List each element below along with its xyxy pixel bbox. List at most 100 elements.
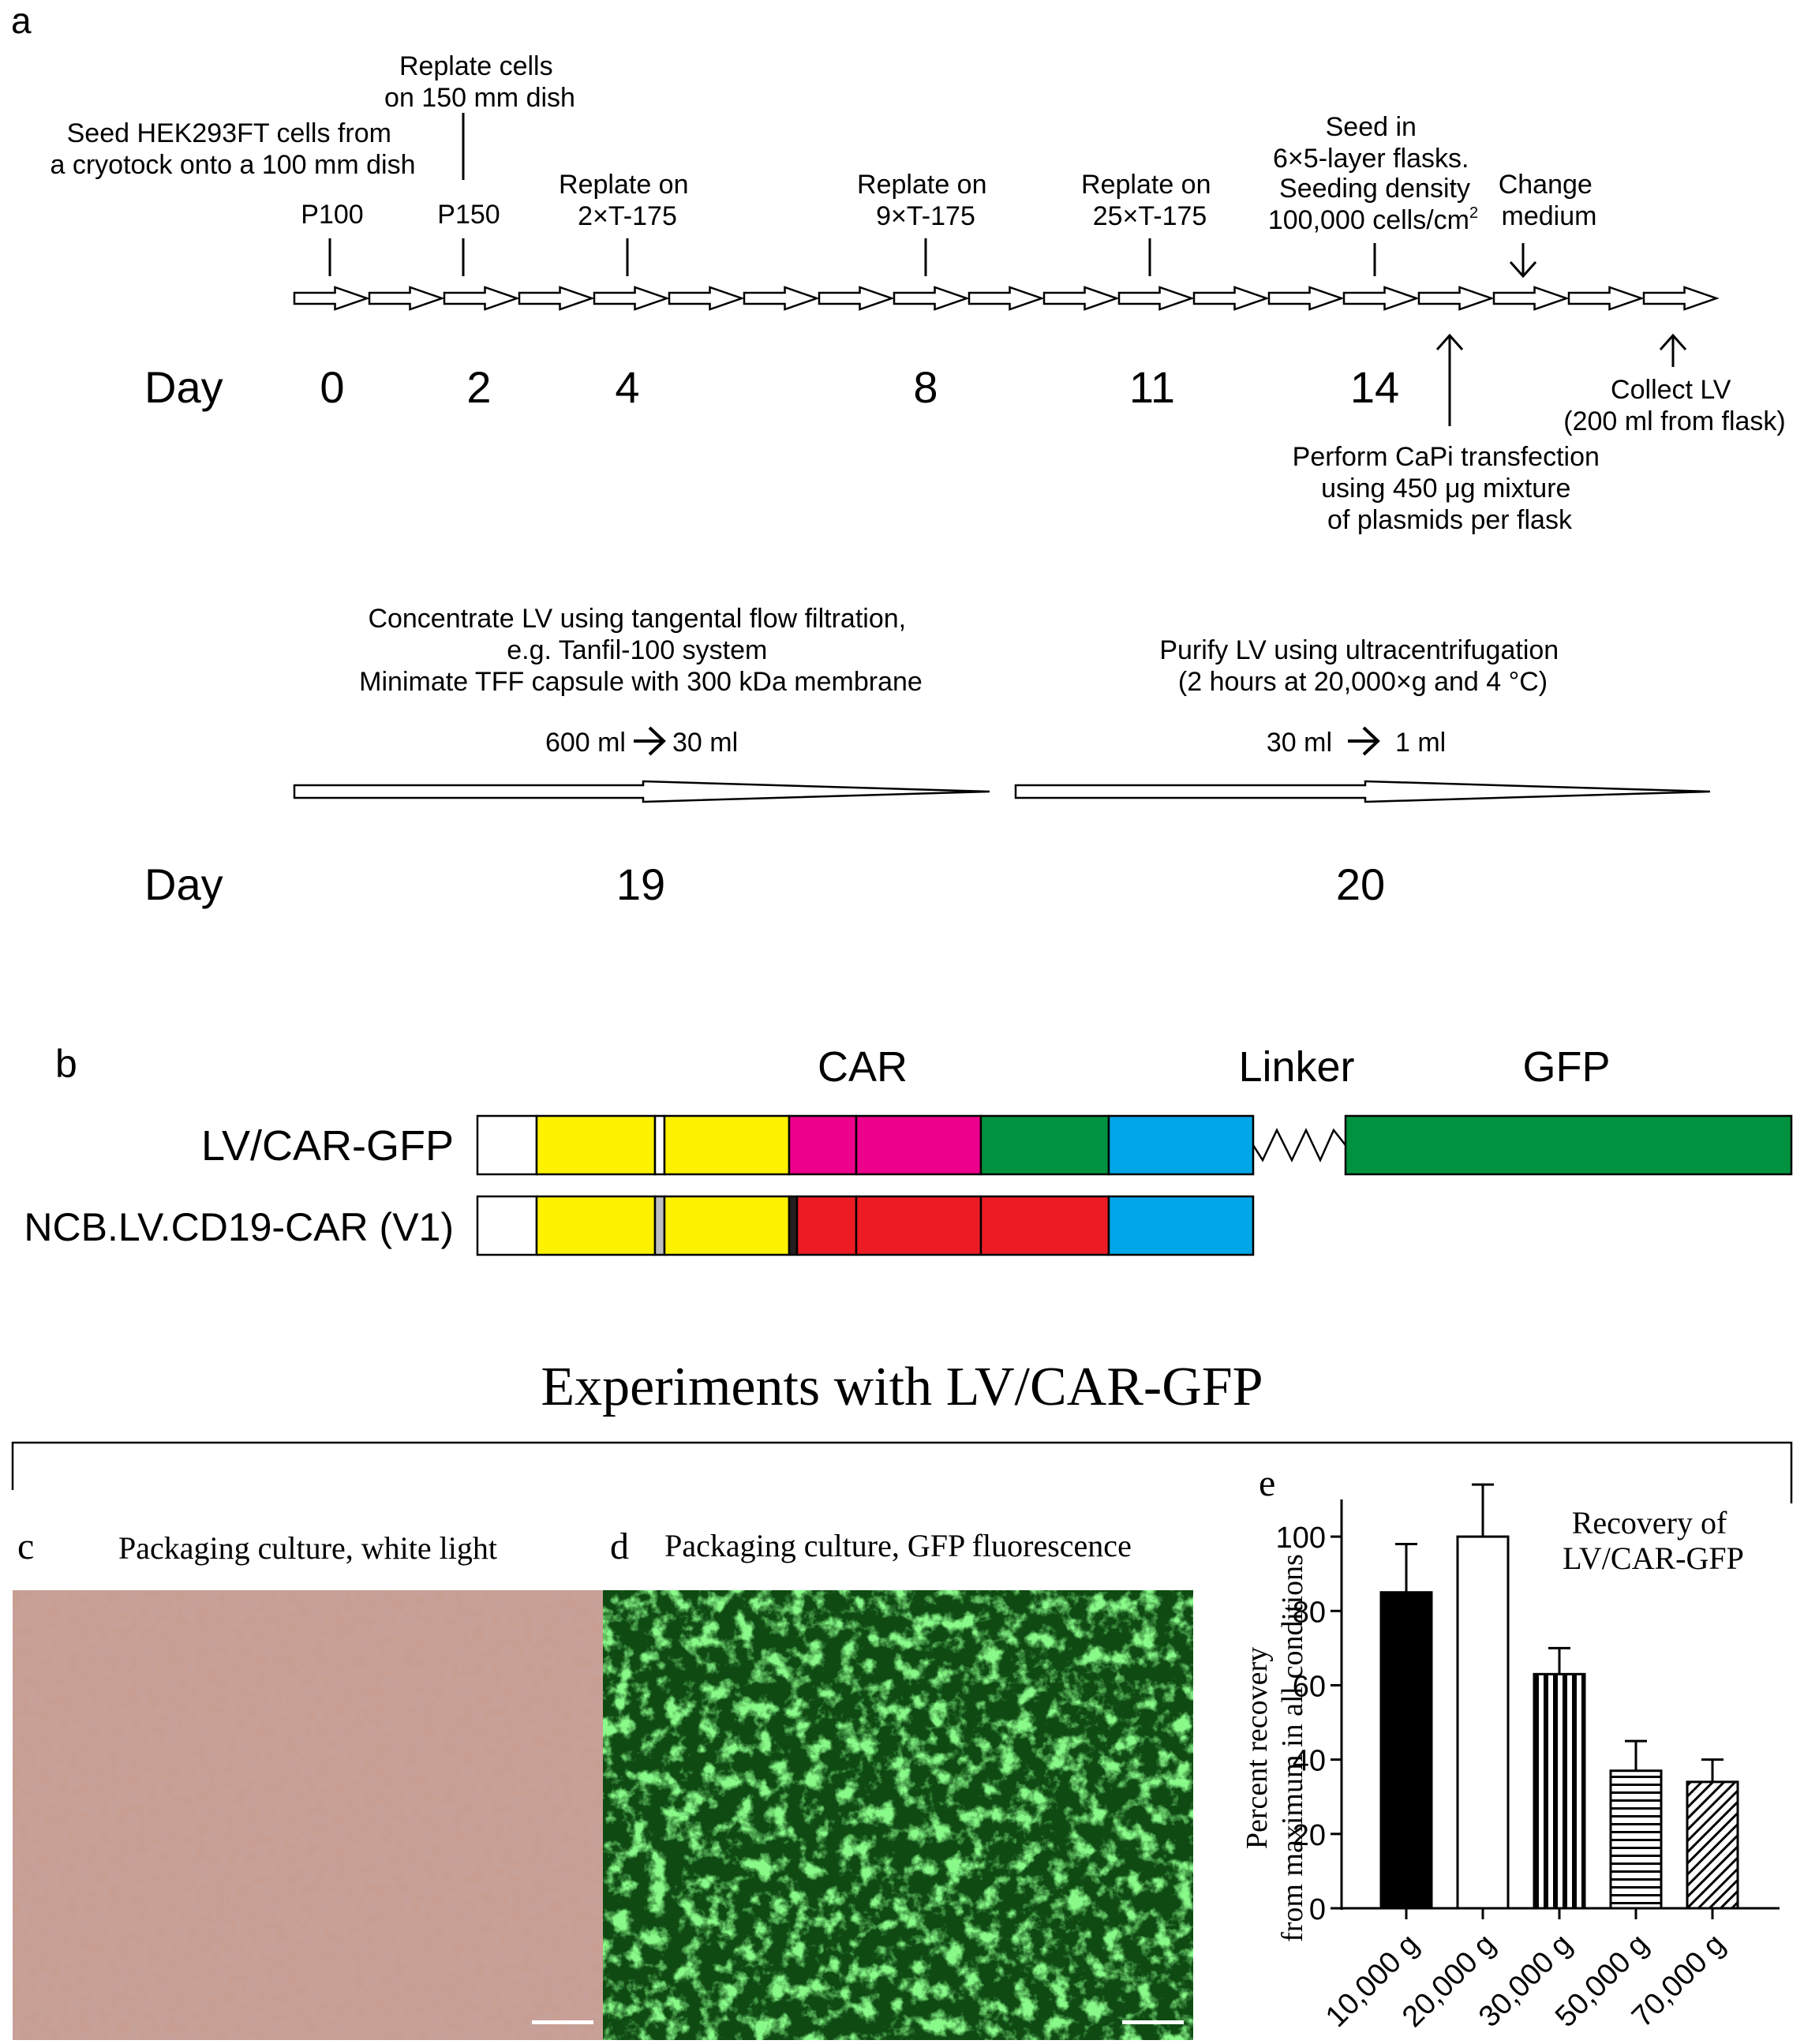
- segment-white-narrow: [653, 1114, 666, 1176]
- segment-yellow: [535, 1114, 657, 1176]
- annotation-p150: P150: [437, 200, 500, 230]
- timeline-arrow-segment: [893, 286, 970, 311]
- segment-magenta: [855, 1114, 982, 1176]
- timeline-arrow-segment: [1042, 286, 1120, 311]
- y-tick-label: 40: [1293, 1745, 1326, 1778]
- volume-to: 30 ml: [672, 728, 738, 758]
- annotation-replate-25: Replate on 25×T-175: [1081, 170, 1218, 231]
- segment-blue: [1107, 1114, 1255, 1176]
- right-arrow-icon: [1348, 726, 1380, 756]
- y-tick-label: 80: [1293, 1596, 1326, 1629]
- chart-title: Recovery of LV/CAR-GFP: [1563, 1505, 1744, 1576]
- construct-name-lv-car-gfp: LV/CAR-GFP: [201, 1122, 454, 1170]
- day-label-2: Day: [144, 859, 223, 909]
- header-linker: Linker: [1238, 1043, 1354, 1091]
- annotation-p100: P100: [301, 200, 363, 230]
- bar-20000g: [1456, 1535, 1510, 1910]
- panel-e-letter: e: [1259, 1462, 1275, 1504]
- volume-from: 30 ml: [1267, 728, 1332, 758]
- bar-30000g: [1533, 1672, 1586, 1910]
- segment-gray: [653, 1195, 666, 1256]
- day-11: 11: [1129, 362, 1175, 412]
- annotation-replate-2: Replate on 2×T-175: [559, 170, 696, 231]
- segment-black: [788, 1195, 799, 1256]
- timeline-arrow-segment: [593, 286, 670, 311]
- panel-b-letter: b: [55, 1042, 77, 1086]
- panel-c-caption: Packaging culture, white light: [118, 1530, 497, 1566]
- timeline-arrow-chain: [293, 286, 1720, 311]
- timeline-arrow-segment: [293, 286, 370, 311]
- y-tick-label: 60: [1293, 1670, 1326, 1703]
- panel-d-letter: d: [610, 1526, 629, 1567]
- timeline-arrow-segment: [1417, 286, 1495, 311]
- construct-ncb-cd19-car: [476, 1195, 1255, 1256]
- timeline-arrow-segment: [443, 286, 520, 311]
- timeline-arrow-segment: [818, 286, 895, 311]
- segment-blue: [1107, 1195, 1255, 1256]
- annotation-change-medium: Change medium: [1499, 170, 1600, 231]
- timeline-arrow-segment: [368, 286, 445, 311]
- timeline-arrow-segment: [743, 286, 820, 311]
- day-4: 4: [615, 362, 639, 412]
- svg-text:from maximum in all conditions: from maximum in all conditions: [1276, 1554, 1309, 1942]
- segment-red: [795, 1195, 858, 1256]
- segment-red: [979, 1195, 1110, 1256]
- up-arrow-icon: [1659, 333, 1687, 367]
- recovery-bar-chart: Recovery of LV/CAR-GFP Percent recovery …: [1241, 1483, 1780, 2034]
- y-axis-label: Percent recovery from maximum in all con…: [1241, 1554, 1309, 1942]
- segment-red: [855, 1195, 982, 1256]
- segment-green: [979, 1114, 1110, 1176]
- day-2: 2: [466, 362, 491, 412]
- y-tick-label: 0: [1309, 1893, 1326, 1926]
- timeline-arrow-segment: [1342, 286, 1420, 311]
- day-19: 19: [616, 859, 665, 909]
- annotation-seed-flasks: Seed in 6×5-layer flasks. Seeding densit…: [1273, 112, 1477, 204]
- tapered-arrow-purify: [1014, 780, 1711, 803]
- timeline-arrow-segment: [668, 286, 745, 311]
- tapered-arrow-concentrate: [293, 780, 990, 803]
- scale-bar: [1122, 2020, 1184, 2024]
- segment-yellow: [663, 1195, 791, 1256]
- annotation-transfection: Perform CaPi transfection using 450 μg m…: [1293, 442, 1608, 535]
- linker-zigzag: [1252, 1128, 1346, 1162]
- annotation-concentrate: Concentrate LV using tangental flow filt…: [359, 604, 923, 697]
- timeline-arrow-segment: [1267, 286, 1345, 311]
- volume-from: 600 ml: [545, 728, 626, 758]
- segment-yellow: [663, 1114, 791, 1176]
- day-label: Day: [144, 362, 223, 412]
- panel-c-letter: c: [17, 1526, 34, 1567]
- svg-text:Percent recovery: Percent recovery: [1241, 1647, 1274, 1849]
- scale-bar: [532, 2020, 593, 2024]
- up-arrow-icon: [1435, 333, 1464, 426]
- day-20: 20: [1336, 859, 1385, 909]
- timeline-tick-lines: [328, 113, 1376, 276]
- gfp-fluorescence-image: [603, 1590, 1193, 2040]
- segment-yellow: [535, 1195, 657, 1256]
- white-light-image: [13, 1590, 603, 2040]
- down-arrow-icon: [1509, 243, 1537, 279]
- annotation-purify: Purify LV using ultracentrifugation (2 h…: [1159, 635, 1566, 697]
- timeline-arrow-segment: [518, 286, 595, 311]
- annotation-seed-hek: Seed HEK293FT cells from a cryotock onto…: [50, 118, 415, 180]
- bar-70000g: [1686, 1780, 1739, 1910]
- volume-to: 1 ml: [1395, 728, 1446, 758]
- header-car: CAR: [818, 1043, 908, 1091]
- segment-white: [476, 1195, 538, 1256]
- panel-a: a Replate cells on 150 mm dish Seed HEK2…: [11, 0, 1786, 909]
- experiments-section: Experiments with LV/CAR-GFP c Packaging …: [11, 1357, 1793, 2040]
- timeline-arrow-segment: [967, 286, 1045, 311]
- experiments-bracket: [11, 1441, 1793, 1503]
- construct-name-ncb: NCB.LV.CD19-CAR (V1): [24, 1205, 454, 1249]
- y-tick-label: 20: [1293, 1819, 1326, 1852]
- construct-lv-car-gfp: [476, 1114, 1793, 1176]
- bar-10000g: [1379, 1591, 1433, 1910]
- experiments-title: Experiments with LV/CAR-GFP: [541, 1357, 1263, 1417]
- annotation-replate-150: Replate cells on 150 mm dish: [384, 51, 575, 113]
- panel-d-caption: Packaging culture, GFP fluorescence: [664, 1528, 1132, 1563]
- annotation-replate-9: Replate on 9×T-175: [857, 170, 994, 231]
- day-14: 14: [1350, 362, 1399, 412]
- annotation-collect: Collect LV (200 ml from flask): [1563, 375, 1786, 436]
- timeline-arrow-segment: [1642, 286, 1720, 311]
- segment-magenta: [788, 1114, 858, 1176]
- day-8: 8: [913, 362, 938, 412]
